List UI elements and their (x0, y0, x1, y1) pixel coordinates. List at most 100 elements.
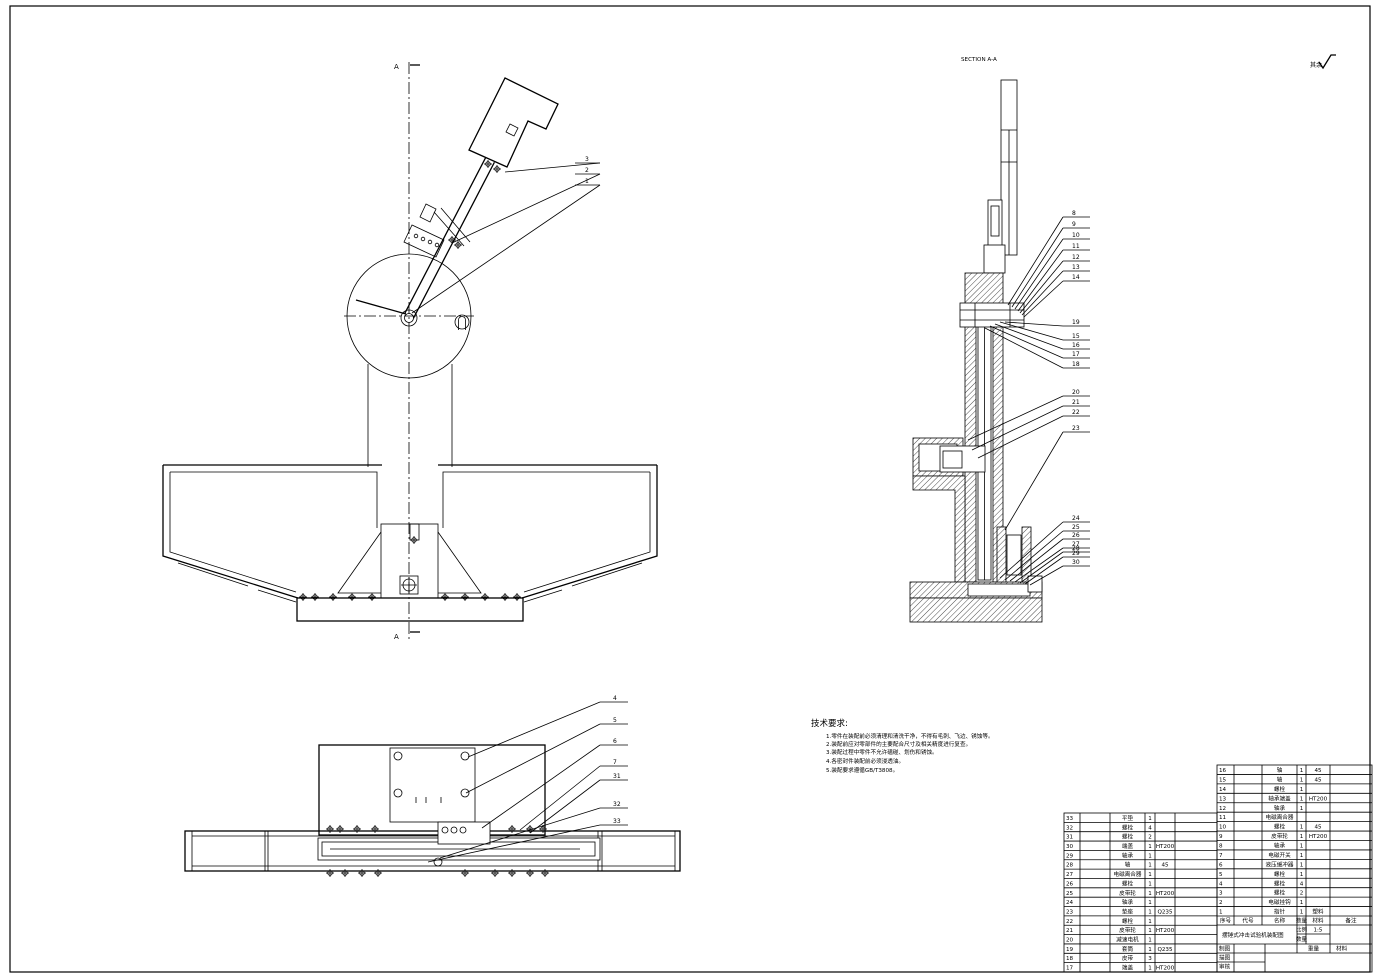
front-view-bolts (299, 160, 521, 601)
pendulum-hammer (468, 77, 559, 168)
callout: 10 (1014, 232, 1090, 310)
weight-label: 重量 (1308, 945, 1320, 953)
callout-number: 9 (1072, 221, 1076, 228)
right-bin-inner (442, 471, 651, 593)
bom-no: 7 (1219, 853, 1223, 859)
bom-qty: 1 (1300, 872, 1304, 878)
bom-name: 皮带轮 (1119, 926, 1136, 934)
bom-no: 32 (1066, 825, 1073, 831)
callout-number: 26 (1072, 532, 1080, 539)
right-bin-outer (438, 464, 658, 599)
bom-name: 皮带轮 (1119, 889, 1136, 897)
bom-no: 15 (1219, 777, 1227, 783)
leader-line (439, 807, 601, 859)
bom-no: 4 (1219, 881, 1223, 887)
bom-no: 9 (1219, 834, 1223, 840)
bom-name: 电磁离合器 (1114, 870, 1142, 878)
clamp-hole (434, 242, 440, 248)
leader-line (984, 327, 1064, 369)
callout-number: 33 (613, 818, 621, 825)
bom-no: 26 (1066, 881, 1074, 887)
scale-value: 1:5 (1313, 928, 1322, 934)
drive-cross (401, 577, 417, 593)
callout-number: 8 (1072, 210, 1076, 217)
callout: 17 (989, 325, 1090, 359)
bom-name: 皮带 (1122, 954, 1134, 962)
bom-qty: 4 (1148, 825, 1152, 831)
leader-line (1014, 238, 1064, 310)
left-bin-skirt (177, 562, 297, 603)
callout: 8 (1007, 210, 1090, 306)
bom-qty: 1 (1300, 900, 1304, 906)
callout-number: 32 (613, 801, 621, 808)
callout: 9 (1011, 221, 1090, 308)
bom-name: 轴承 (1274, 842, 1286, 850)
callout-number: 12 (1072, 254, 1080, 261)
leader-line (519, 765, 601, 831)
latch-pin (454, 314, 470, 330)
callout-number: 6 (613, 738, 617, 745)
bolt-symbol (526, 869, 534, 877)
hammer-notch (505, 123, 519, 137)
frame-outline (318, 744, 546, 836)
callout-number: 2 (585, 167, 589, 174)
leader-line (1023, 280, 1064, 318)
bom-material: 45 (1314, 768, 1322, 774)
bom-header-material: 材料 (1312, 917, 1324, 925)
leader-line (1019, 551, 1064, 584)
callout: 29 (1024, 550, 1090, 585)
callout: 16 (994, 323, 1090, 350)
bolt-symbol (336, 825, 344, 833)
leader-line (1017, 249, 1064, 312)
bom-name: 电磁开关 (1268, 851, 1291, 859)
callout-number: 13 (1072, 264, 1080, 271)
scale-label: 比例 (1296, 926, 1308, 934)
callout-number: 28 (1072, 545, 1080, 552)
bom-no: 13 (1219, 796, 1227, 802)
buffer-left-wall (996, 526, 1007, 583)
bolt-symbol (326, 869, 334, 877)
bom-no: 1 (1219, 910, 1223, 916)
lower-pulley (967, 583, 1031, 597)
plate-bolt (393, 788, 403, 798)
callout-number: 25 (1072, 524, 1080, 531)
small-bolts (415, 797, 442, 803)
front-view: A A (162, 62, 658, 641)
bolt-symbol (371, 825, 379, 833)
bom-name: 轴承 (1274, 804, 1286, 812)
bolt-symbol (526, 825, 534, 833)
bom-qty: 1 (1300, 910, 1304, 916)
leader-line (1011, 227, 1064, 308)
tech-req-item: 4.各密封件装配前必须浸透油。 (826, 757, 904, 765)
bolt-symbol (501, 593, 509, 601)
rod-hub (983, 244, 1006, 274)
section-title: SECTION A-A (961, 57, 997, 63)
sheet-border (9, 5, 1371, 973)
clutch-bolt (450, 826, 458, 834)
callout-number: 17 (1072, 351, 1080, 358)
section-mark-top: A (394, 63, 399, 71)
bom-material: HT200 (1309, 834, 1328, 840)
leader-line (427, 824, 601, 863)
bom-no: 16 (1219, 768, 1227, 774)
bom-no: 12 (1219, 806, 1226, 812)
callout-number: 10 (1072, 232, 1080, 239)
bom-header-qty: 数量 (1296, 917, 1308, 925)
bolt-symbol (491, 869, 499, 877)
bom-qty: 1 (1148, 891, 1152, 897)
callout: 3 (504, 156, 601, 173)
callout-number: 27 (1072, 541, 1080, 548)
callout-number: 29 (1072, 550, 1080, 557)
section-mark-bottom: A (394, 633, 399, 641)
bom-qty: 2 (1300, 891, 1304, 897)
callout-number: 11 (1072, 243, 1080, 250)
leader-line (1004, 431, 1064, 531)
callout-number: 19 (1072, 319, 1080, 326)
leader-line (1019, 260, 1064, 314)
